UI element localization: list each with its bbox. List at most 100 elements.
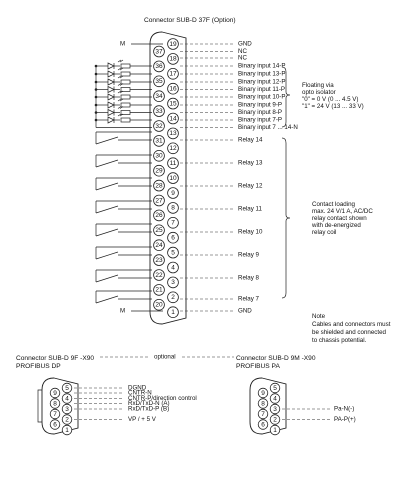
dp-pin-4: 4 [61,393,73,404]
resistor-icon [120,102,131,108]
relay-4: Relay 10 [95,223,263,237]
top-pin-8-circle [167,202,179,214]
cable-note-0: Note [312,313,326,320]
top-pin-26: 26 [153,209,165,222]
dp-title-0: Connector SUB-D 9F -X90 [16,355,94,362]
top-pin-2-number: 2 [171,294,175,301]
dp-pin-9-number: 9 [53,390,57,397]
relay-contact-icon [95,228,119,237]
top-pin-15: 15 [167,97,179,110]
top-pin-11: 11 [167,157,179,170]
top-pin-31-circle [153,135,165,147]
diode-icon [107,93,115,101]
floating-note-3: "1" = 24 V (13 ... 33 V) [302,103,364,110]
dp-signal-label-3: RxD/TxD-N (A) [128,400,170,407]
dp-pin-7: 7 [49,408,61,420]
relay-label-3: Relay 11 [238,206,263,213]
contact-note-2: relay contact shown [312,215,367,222]
dp-signal-label-5: VP / + 5 V [128,416,157,423]
cable-note-3: to chassis potential. [312,337,367,344]
top-pin-4-circle [167,261,179,274]
relay-label-5: Relay 9 [238,252,260,259]
dp-pin-3: 3 [61,403,73,415]
dp-signal-label-0: DGND [128,385,147,392]
top-pin-7-number: 7 [171,220,175,227]
dp-pin-2: 2 [61,414,73,425]
relay-label-4: Relay 10 [238,229,263,236]
top-pin-33-circle [153,105,165,117]
signal-label-4: Binary input 13-P [238,71,285,78]
pa-pin-2-circle [269,414,281,425]
light-arrows-icon [117,59,124,63]
top-connector-title: Connector SUB-D 37F (Option) [144,17,236,24]
top-pin-21-circle [153,284,165,296]
dp-pin-4-circle [61,393,73,404]
dp-signal-label-2: CNTR-P/direction control [128,395,197,402]
top-pin-10-number: 10 [169,175,177,182]
diode-icon [107,62,115,70]
signal-label-2: NC [238,55,247,62]
signal-label-7: Binary input 10-P [238,94,285,101]
dp-pin-5-number: 5 [65,385,69,392]
opto-input-4 [94,90,152,101]
dp-pin-1-circle [61,424,73,436]
relay-label-6: Relay 8 [238,275,260,282]
relay-contact-icon [95,182,119,191]
pa-pin-6: 6 [257,419,269,430]
dp-pin-4-number: 4 [65,395,69,402]
diode-icon [107,85,115,94]
top-pin-22: 22 [153,269,165,281]
pa-pin-8-circle [257,398,269,409]
top-pin-34-circle [153,90,165,102]
top-pin-16: 16 [167,82,179,95]
diode-icon [107,108,115,117]
top-pin-10-circle [167,172,179,184]
dp-pin-8-number: 8 [53,400,57,407]
top-pin-7: 7 [167,217,179,229]
top-pin-35: 35 [153,75,165,88]
top-pin-36-number: 36 [155,63,163,70]
dp-pin-5: 5 [61,382,73,394]
dp-pin-2-circle [61,414,73,425]
gnd-bottom-label: GND [238,308,252,315]
top-pin-34: 34 [153,90,165,102]
top-pin-27-circle [153,194,165,207]
dp-pin-1: 1 [61,424,73,436]
relay-1: Relay 13 [95,154,263,168]
top-pin-10: 10 [167,172,179,184]
top-pin-22-circle [153,269,165,281]
relay-3: Relay 11 [95,200,263,214]
top-pin-5: 5 [167,246,179,259]
contact-note-0: Contact loading [312,201,356,208]
pa-pin-2: 2 [269,414,281,425]
top-pin-13-number: 13 [169,130,177,137]
top-pin-27: 27 [153,194,165,207]
top-pin-19-circle [167,38,179,50]
top-pin-11-number: 11 [170,160,177,167]
top-pin-30-number: 30 [155,153,163,160]
dp-pin-1-number: 1 [65,427,69,434]
diode-icon [107,101,115,109]
relay-0: Relay 14 [95,131,263,145]
diode-icon [107,70,115,78]
relay-contact-icon [95,205,119,214]
pa-pin-5-number: 5 [273,385,277,392]
dp-pin-5-circle [61,382,73,394]
top-pin-15-circle [167,97,179,110]
relay-label-2: Relay 12 [238,183,263,190]
dp-pin-7-circle [49,408,61,420]
pa-pin-9-circle [257,387,269,399]
top-pin-30: 30 [153,150,165,162]
relay-contact-icon [95,136,119,145]
dp-pin-7-number: 7 [53,411,57,418]
relay-2: Relay 12 [95,177,263,191]
top-pin-9-number: 9 [171,190,175,197]
top-pin-25-circle [153,224,165,237]
top-pin-15-number: 15 [169,100,177,107]
signal-label-10: Binary input 7-P [238,117,282,124]
opto-input-symbols [94,59,152,128]
relay-contacts: Relay 14 Relay 13 Relay 12 Relay 11 Relay 10… [95,131,263,304]
